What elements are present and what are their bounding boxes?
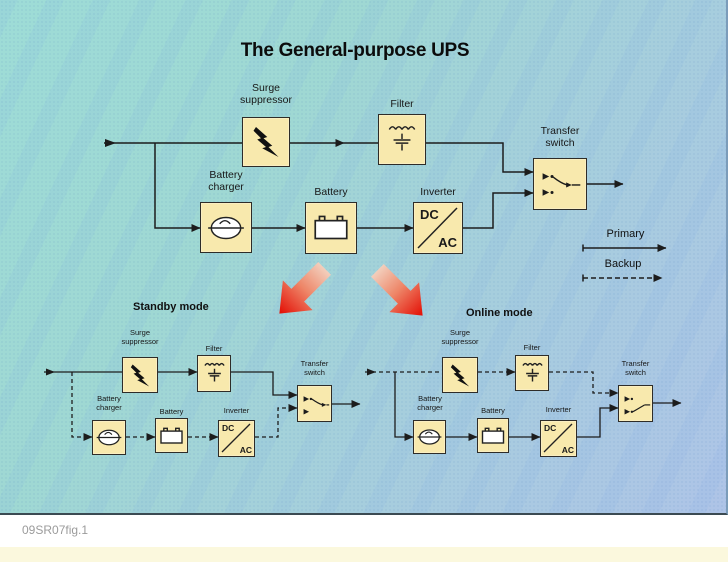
s-filter-box	[197, 355, 231, 392]
wire-o-branch-solid	[394, 372, 414, 441]
bottom-yellow-strip	[0, 547, 728, 562]
transfer-switch-box	[533, 158, 587, 210]
converter-icon	[417, 429, 442, 445]
transfer-switch-icon	[303, 395, 329, 415]
ac-label: AC	[239, 445, 252, 455]
battery-label: Battery	[314, 186, 348, 198]
wire-o-inverter-transfer	[577, 404, 619, 438]
s-surge-box	[122, 357, 158, 393]
caption-strip: 09SR07fig.1	[0, 515, 728, 547]
battery-charger-box	[200, 202, 252, 253]
o-surge-box	[442, 357, 478, 393]
standby-mode-title: Standby mode	[133, 301, 209, 313]
legend-backup-label: Backup	[604, 258, 642, 270]
red-arrow-right	[371, 264, 423, 316]
filter-icon	[203, 362, 225, 382]
filter-icon	[521, 362, 543, 381]
diagram-canvas: The General-purpose UPS	[0, 0, 728, 515]
o-surge-label: Surge suppressor	[441, 328, 479, 346]
online-connectors	[365, 368, 682, 441]
s-battery-box	[155, 418, 188, 453]
inverter-dcac-icon: DC AC	[414, 203, 462, 253]
surge-suppressor-label: Surge suppressor	[240, 82, 292, 107]
wire-filter-to-transfer	[426, 142, 534, 176]
o-transfer-box	[618, 385, 653, 422]
transfer-switch-icon	[542, 172, 580, 196]
surge-suppressor-box	[242, 117, 290, 167]
battery-box	[305, 202, 357, 254]
o-filter-label: Filter	[523, 343, 541, 352]
transfer-switch-icon	[624, 395, 650, 415]
online-input-arrowhead	[367, 368, 376, 376]
battery-icon	[160, 427, 183, 444]
inverter-box: DC AC	[413, 202, 463, 254]
converter-icon	[208, 216, 244, 239]
connector-wires-layer	[44, 139, 682, 441]
ac-label: AC	[561, 445, 574, 455]
s-inverter-label: Inverter	[223, 406, 250, 415]
wire-inverter-to-transfer	[463, 189, 534, 229]
wire-o-filter-transfer	[549, 371, 619, 397]
o-battery-box	[477, 418, 509, 453]
dc-label: DC	[420, 207, 439, 222]
transfer-switch-label: Transfer switch	[540, 125, 580, 150]
s-charger-box	[92, 420, 126, 455]
filter-icon	[388, 125, 416, 151]
figure-code: 09SR07fig.1	[22, 523, 89, 537]
s-inverter-box: DC AC	[218, 420, 255, 457]
wire-s-branch-dashed	[71, 372, 93, 441]
diagonal-line-icon	[543, 423, 573, 453]
converter-icon	[96, 429, 122, 446]
s-surge-label: Surge suppressor	[121, 328, 159, 346]
lightning-icon	[253, 127, 279, 157]
s-charger-label: Battery charger	[96, 394, 122, 412]
filter-label: Filter	[390, 98, 414, 110]
filter-box	[378, 114, 426, 165]
dc-label: DC	[544, 423, 557, 433]
s-transfer-label: Transfer switch	[300, 359, 329, 377]
battery-icon	[481, 427, 505, 444]
wire-s-inverter-transfer	[255, 404, 298, 438]
s-battery-label: Battery	[159, 407, 184, 416]
wire-s-filter-transfer	[231, 371, 298, 399]
inverter-label: Inverter	[420, 186, 456, 198]
s-transfer-box	[297, 385, 332, 422]
o-filter-box	[515, 355, 549, 391]
ac-label: AC	[438, 235, 457, 250]
battery-icon	[314, 215, 348, 240]
online-mode-title: Online mode	[466, 307, 533, 319]
legend-primary-label: Primary	[606, 228, 645, 240]
standby-connectors	[44, 368, 361, 441]
o-inverter-label: Inverter	[545, 405, 572, 414]
lightning-icon	[130, 364, 150, 386]
battery-charger-label: Battery charger	[208, 169, 244, 194]
wire-branch-to-charger	[154, 143, 201, 232]
diagonal-line-icon	[417, 207, 458, 249]
inverter-dcac-icon: DC AC	[541, 421, 576, 456]
main-connectors	[104, 139, 624, 232]
legend-lines	[582, 244, 667, 282]
diagonal-line-icon	[221, 423, 251, 453]
dc-label: DC	[222, 423, 235, 433]
page-title: The General-purpose UPS	[240, 40, 470, 61]
o-transfer-label: Transfer switch	[621, 359, 650, 377]
red-arrow-left	[279, 262, 331, 314]
o-charger-box	[413, 420, 446, 454]
s-filter-label: Filter	[205, 344, 223, 353]
o-charger-label: Battery charger	[417, 394, 443, 412]
lightning-icon	[450, 364, 470, 386]
o-inverter-box: DC AC	[540, 420, 577, 457]
inverter-dcac-icon: DC AC	[219, 421, 254, 456]
o-battery-label: Battery	[481, 406, 505, 415]
